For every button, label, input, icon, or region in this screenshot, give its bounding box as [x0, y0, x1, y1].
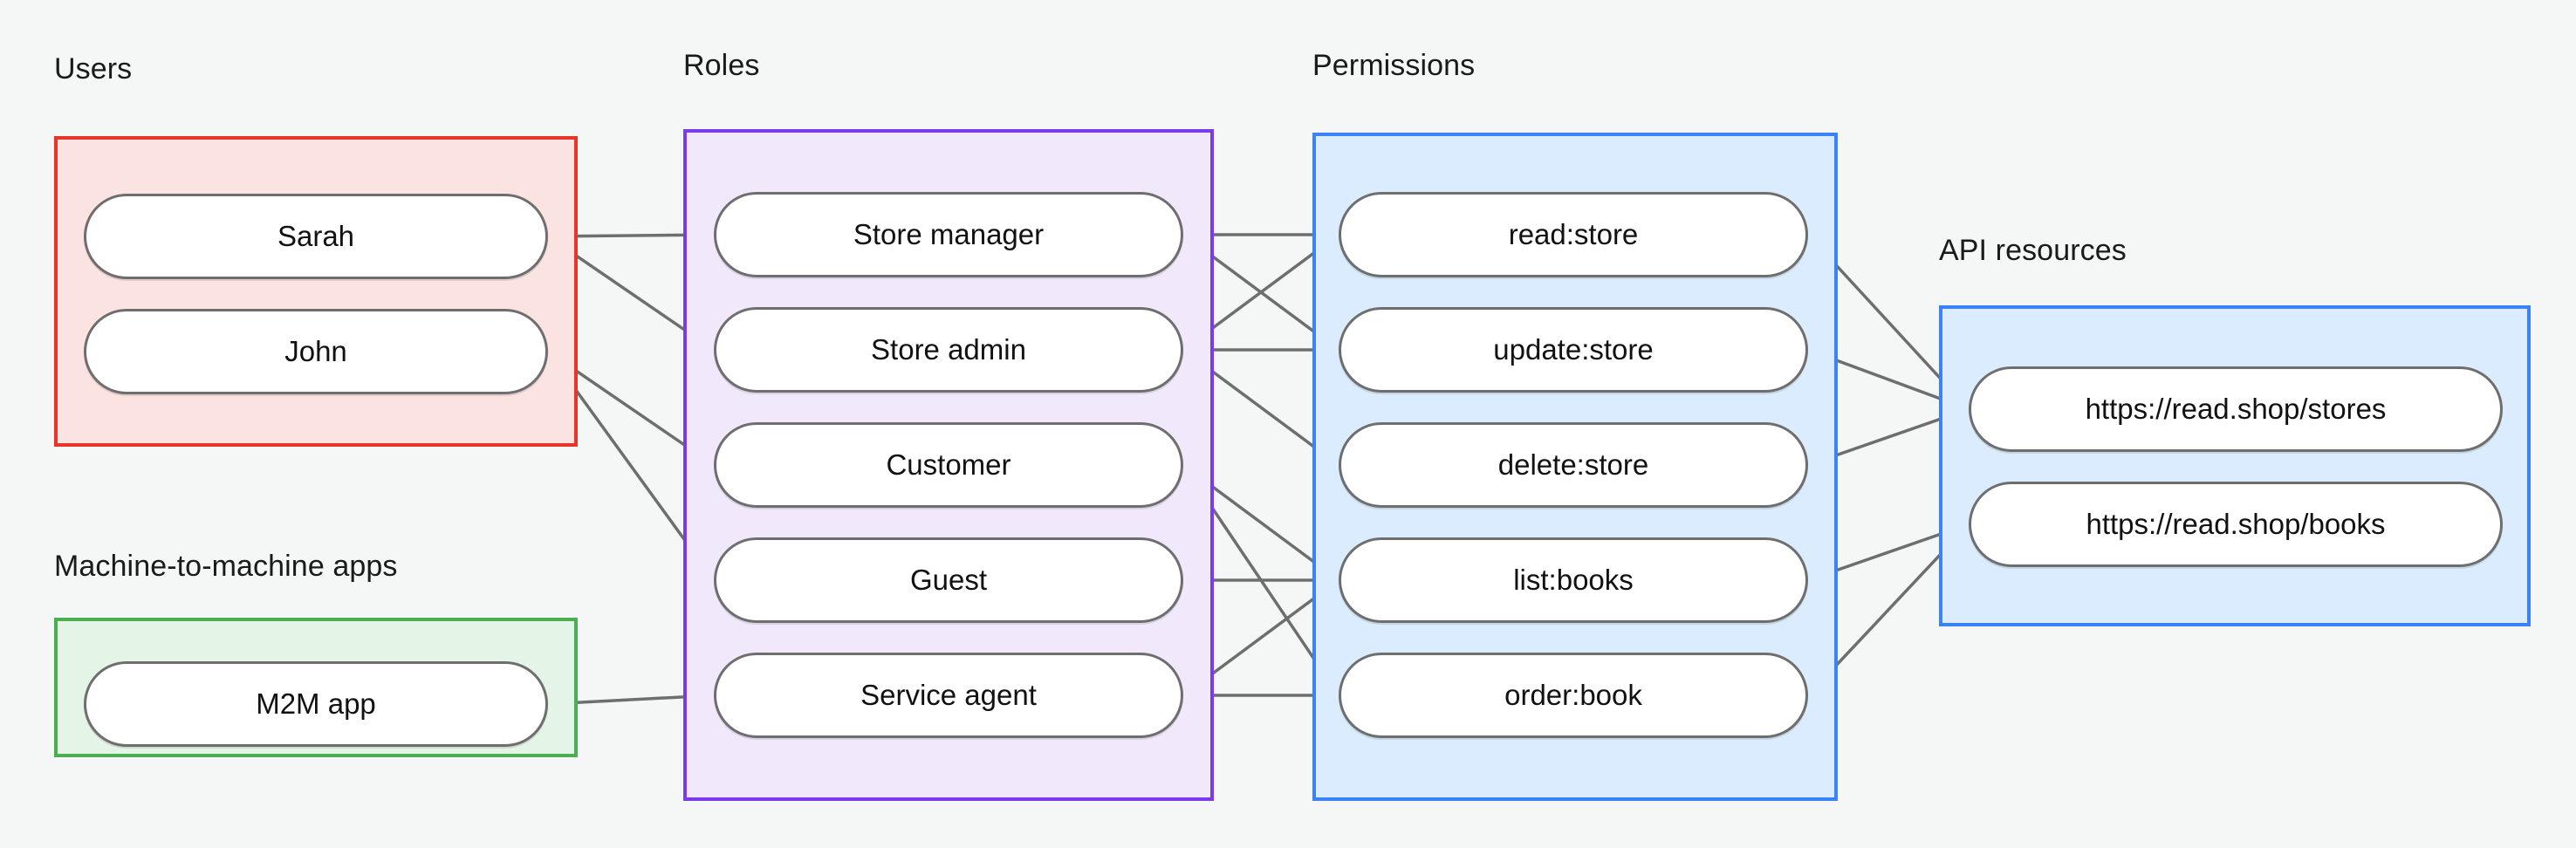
- node-delete_store[interactable]: delete:store: [1339, 422, 1808, 508]
- node-m2mapp[interactable]: M2M app: [84, 661, 548, 747]
- node-res_books[interactable]: https://read.shop/books: [1969, 482, 2503, 567]
- group-box-api_resources: [1939, 305, 2531, 626]
- node-read_store[interactable]: read:store: [1339, 192, 1808, 277]
- node-update_store[interactable]: update:store: [1339, 307, 1808, 393]
- node-res_stores[interactable]: https://read.shop/stores: [1969, 366, 2503, 452]
- node-service_agent[interactable]: Service agent: [714, 653, 1183, 738]
- group-title-roles: Roles: [683, 49, 760, 82]
- group-title-m2m: Machine-to-machine apps: [54, 550, 398, 583]
- group-title-permissions: Permissions: [1312, 49, 1476, 82]
- node-john[interactable]: John: [84, 309, 548, 394]
- node-store_manager[interactable]: Store manager: [714, 192, 1183, 277]
- node-guest[interactable]: Guest: [714, 537, 1183, 623]
- node-order_book[interactable]: order:book: [1339, 653, 1808, 738]
- node-list_books[interactable]: list:books: [1339, 537, 1808, 623]
- node-sarah[interactable]: Sarah: [84, 194, 548, 279]
- group-box-users: [54, 136, 578, 447]
- group-title-api_resources: API resources: [1939, 234, 2127, 267]
- node-customer[interactable]: Customer: [714, 422, 1183, 508]
- group-title-users: Users: [54, 52, 133, 85]
- node-store_admin[interactable]: Store admin: [714, 307, 1183, 393]
